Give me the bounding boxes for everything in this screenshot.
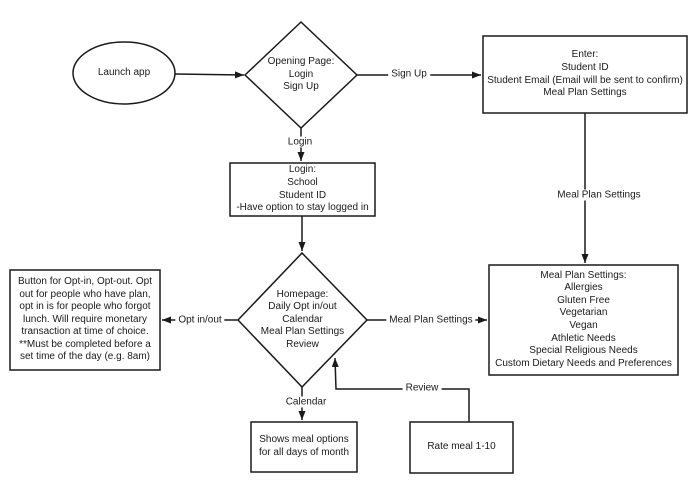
opening-page-diamond — [243, 20, 359, 130]
edge-label-opt-in-out: Opt in/out — [175, 314, 225, 326]
edge-review — [331, 357, 470, 422]
enter-box — [482, 35, 688, 114]
edge-label-calendar: Calendar — [282, 396, 330, 408]
login-box — [229, 162, 376, 217]
edge-launch-to-opening — [174, 71, 245, 79]
launch-app-ellipse — [72, 41, 176, 105]
edge-label-meal-plan-settings-right: Meal Plan Settings — [386, 314, 476, 326]
homepage-diamond — [236, 251, 369, 389]
opt-note-box — [9, 269, 161, 371]
edge-label-sign-up: Sign Up — [388, 68, 430, 80]
edge-label-login: Login — [284, 136, 316, 148]
edge-label-review: Review — [402, 382, 442, 394]
meal-settings-box — [488, 264, 679, 376]
edge-label-meal-plan-settings-down: Meal Plan Settings — [554, 189, 644, 201]
calendar-view-box — [250, 421, 358, 473]
rate-meal-box — [409, 421, 514, 474]
